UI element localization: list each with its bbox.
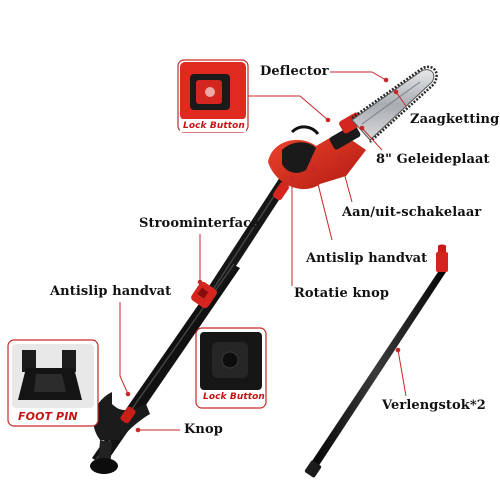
label-stroominterface: Stroominterface (139, 216, 260, 231)
label-knop: Knop (184, 422, 223, 437)
label-antislip-upper: Antislip handvat (306, 251, 428, 266)
inset-foot-pin (7, 339, 99, 427)
motor-head (268, 112, 366, 190)
bottom-handle (90, 392, 150, 474)
guide-bar (351, 65, 438, 143)
label-deflector: Deflector (260, 64, 329, 79)
inset-lock-button-bottom (195, 327, 267, 409)
inset-caption-foot-pin: FOOT PIN (18, 410, 78, 423)
label-schakelaar: Aan/uit-schakelaar (342, 205, 482, 220)
label-geleideplaat: 8" Geleideplaat (376, 152, 490, 167)
inset-caption-lock-top: Lock Button (183, 121, 245, 131)
inset-caption-lock-bottom: Lock Button (203, 392, 265, 402)
label-zaagketting: Zaagketting (410, 112, 500, 127)
label-verlengstok: Verlengstok*2 (382, 398, 486, 413)
extension-pole (304, 244, 448, 478)
label-rotatie-knop: Rotatie knop (294, 286, 390, 301)
label-antislip-lower: Antislip handvat (50, 284, 172, 299)
power-interface (191, 281, 217, 309)
leader-lines (119, 71, 407, 433)
